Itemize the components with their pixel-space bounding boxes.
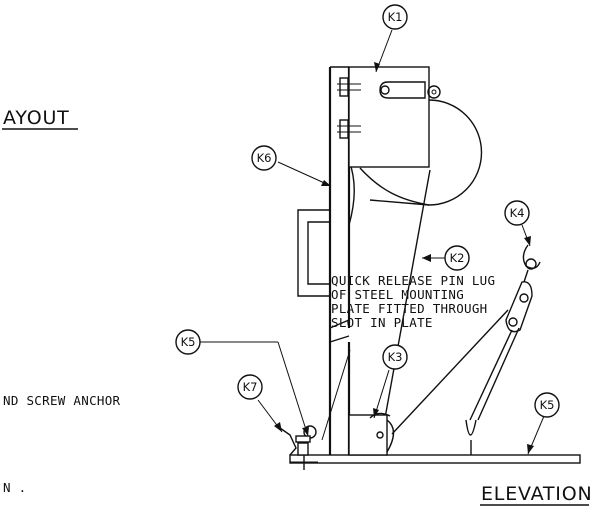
elevation-title: ELEVATION: [480, 483, 592, 506]
svg-text:K6: K6: [257, 151, 272, 165]
pin-lug-note: QUICK RELEASE PIN LUG OF STEEL MOUNTING …: [331, 273, 495, 330]
pulley-assembly: [391, 244, 541, 455]
winch-assembly: [337, 66, 483, 206]
callout-k1: K1: [382, 4, 408, 30]
layout-title: AYOUT: [2, 107, 78, 130]
callout-k4: K4: [504, 200, 530, 226]
elevation-title-text: ELEVATION: [481, 483, 592, 505]
note-line-4: SLOT IN PLATE: [331, 315, 433, 330]
svg-text:K1: K1: [388, 10, 403, 24]
note-line-3: PLATE FITTED THROUGH: [331, 301, 488, 316]
note-line-2: OF STEEL MOUNTING: [331, 287, 464, 302]
cable: [384, 169, 431, 419]
svg-text:K5: K5: [181, 335, 196, 349]
block-k3: [348, 412, 395, 456]
callout-k2: K2: [444, 245, 470, 271]
partial-note: N .: [3, 480, 26, 495]
leader-lines: [200, 29, 545, 455]
callout-k6: K6: [251, 145, 277, 171]
base-plate: [289, 454, 581, 464]
svg-text:K5: K5: [540, 398, 555, 412]
anchor-note: ND SCREW ANCHOR: [3, 393, 121, 408]
callout-k7: K7: [237, 374, 263, 400]
callout-k3: K3: [382, 344, 408, 370]
callout-k5-note: K5: [175, 329, 201, 355]
svg-text:K4: K4: [510, 206, 525, 220]
pin-assembly: [279, 425, 318, 470]
svg-text:K3: K3: [388, 350, 403, 364]
svg-text:K2: K2: [450, 251, 465, 265]
callout-k5-base: K5: [534, 392, 560, 418]
note-line-1: QUICK RELEASE PIN LUG: [331, 273, 495, 288]
svg-text:K7: K7: [243, 380, 258, 394]
layout-title-text: AYOUT: [3, 107, 70, 129]
